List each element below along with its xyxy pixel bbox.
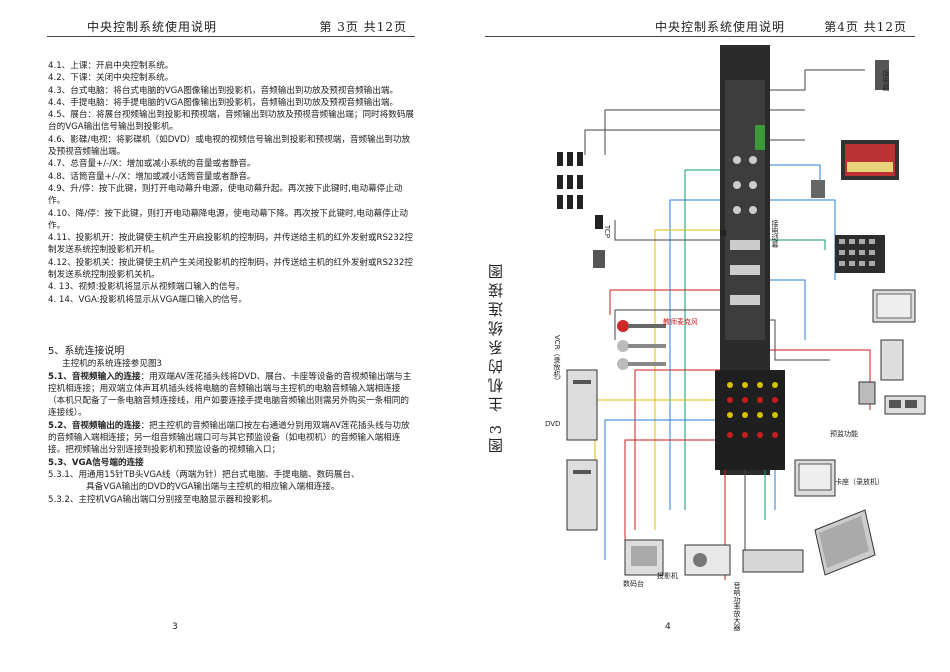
page-header: 中央控制系统使用说明 第 3页 共12页: [47, 16, 415, 37]
page-number: 3: [172, 622, 178, 632]
computer-tower-icon: [880, 339, 904, 381]
amp-label: 音响功率放大器: [733, 582, 741, 631]
screen-label: 接电动幕: [771, 220, 779, 248]
header-page-count: 第 3页 共12页: [319, 20, 407, 34]
para-5-3-head: 5.3、VGA信号端的连接: [48, 457, 144, 468]
item-4-11: 4.11、投影机开：按此键使主机产生开启投影机的控制码，并传送给主机的红外发射或…: [48, 233, 413, 256]
para-5-1-body: ：用双端AV莲花插头线将DVD、展台、卡座等设备的音视频输出端与主控机相连接；用…: [48, 371, 412, 419]
connection-diagram: [557, 45, 926, 580]
preview-label: 预监功能: [830, 430, 858, 438]
amplifier-icon: [742, 549, 804, 573]
cassette-label: 卡座（录放机）: [835, 478, 884, 486]
item-4-7: 4.7、总音量+/-/X：增加或减小系统的音量或者静音。: [48, 159, 256, 170]
section-intro: 主控机的系统连接参见图3: [62, 359, 162, 370]
microphone-icon: [617, 320, 666, 370]
mic-label: 教师麦克风: [663, 318, 698, 326]
tcp-label: TCP: [603, 225, 611, 238]
speaker-icon: [858, 381, 876, 405]
item-4-3: 4.3、台式电脑：将台式电脑的VGA图像输出到投影机，音频输出到功放及预视音频输…: [48, 85, 399, 96]
laptop-icon: [814, 509, 876, 576]
cassette-deck-icon: [884, 395, 926, 415]
para-5-2: 5.2、音视频输出的连接：把主控机的音频输出端口按左右通道分别用双端AV莲花插头…: [48, 420, 416, 457]
item-4-8: 4.8、话筒音量+/-/X：增加或减小话筒音量或者静音。: [48, 171, 256, 182]
page-number: 4: [665, 622, 671, 632]
para-5-3-2: 5.3.2、主控机VGA输出端口分别接至电脑显示器和投影机。: [48, 494, 278, 505]
header-title: 中央控制系统使用说明: [655, 20, 786, 34]
control-panel-icon: [835, 235, 885, 273]
vcr-label: VCR（录放机）: [553, 335, 561, 385]
page-header: 中央控制系统使用说明 第4页 共12页: [485, 16, 915, 37]
item-4-12: 4.12、投影机关：按此键使主机产生关闭投影机的控制码，并传送给主机的红外发射或…: [48, 257, 413, 281]
booth-label: 数码台: [623, 580, 644, 588]
item-4-5: 4.5、展台：将展台视频输出到投影和预视端，音频输出到功放及预视音频输出端；同时…: [48, 110, 415, 133]
item-4-2: 4.2、下课：关闭中央控制系统。: [48, 73, 174, 84]
projector-icon: [684, 544, 731, 576]
booth-icon: [624, 539, 664, 576]
item-4-13: 4. 13、视频:投影机将显示从视频端口输入的信号。: [48, 282, 245, 293]
para-5-2-head: 5.2、音视频输出的连接: [48, 420, 141, 431]
tv-icon: [794, 459, 836, 497]
item-4-4: 4.4、手提电脑：将手提电脑的VGA图像输出到投影机，音频输出到功放及预视音频输…: [48, 97, 399, 108]
manual-text: 4.1、上课：开启中央控制系统。 4.2、下课：关闭中央控制系统。 4.3、台式…: [48, 60, 416, 506]
left-page: 中央控制系统使用说明 第 3页 共12页 4.1、上课：开启中央控制系统。 4.…: [47, 16, 416, 632]
projector-screen-icon: [841, 140, 899, 180]
para-5-1-head: 5.1、音视频输入的连接: [48, 371, 141, 382]
header-page-count: 第4页 共12页: [824, 20, 907, 34]
projector-label: 投影机: [657, 572, 678, 580]
pc-label: 接电脑: [882, 70, 890, 91]
item-4-1: 4.1、上课：开启中央控制系统。: [48, 61, 174, 71]
para-5-2-body: ：把主控机的音频输出端口按左右通道分别用双端AV莲花插头线与功放的音频输入端相连…: [48, 420, 410, 456]
item-4-6: 4.6、影碟/电视：将影碟机（如DVD）或电视的视频信号输出到投影和预视端，音频…: [48, 134, 411, 158]
dvd-player-icon: [566, 459, 598, 531]
item-4-10: 4.10、降/停：按下此键，则打开电动幕降电源，使电动幕下降。再次按下此键时,电…: [48, 208, 408, 231]
item-4-14: 4. 14、VGA:投影机将显示从VGA端口输入的信号。: [48, 294, 247, 305]
dvd-label: DVD: [545, 420, 561, 428]
section-title: 5、系统连接说明: [48, 345, 125, 357]
para-5-1: 5.1、音视频输入的连接：用双端AV莲花插头线将DVD、展台、卡座等设备的音视频…: [48, 371, 416, 420]
vcr-icon: [566, 369, 598, 441]
para-5-3-1b: 具备VGA输出的DVD的VGA输出端与主控机的相应输入端相连接。: [86, 482, 340, 493]
ceiling-box-icon: [875, 60, 889, 90]
item-4-9: 4.9、升/停：按下此键，则打开电动幕升电源，使电动幕升起。再次按下此键时,电动…: [48, 183, 403, 207]
header-title: 中央控制系统使用说明: [87, 20, 218, 34]
monitor-icon: [872, 289, 916, 323]
right-page: 中央控制系统使用说明 第4页 共12页 图3 主机的系统连接图: [475, 0, 950, 672]
para-5-3-1: 5.3.1、用通用15针TB头VGA线（两端为针）把台式电脑、手提电脑、数码展台…: [48, 469, 360, 480]
